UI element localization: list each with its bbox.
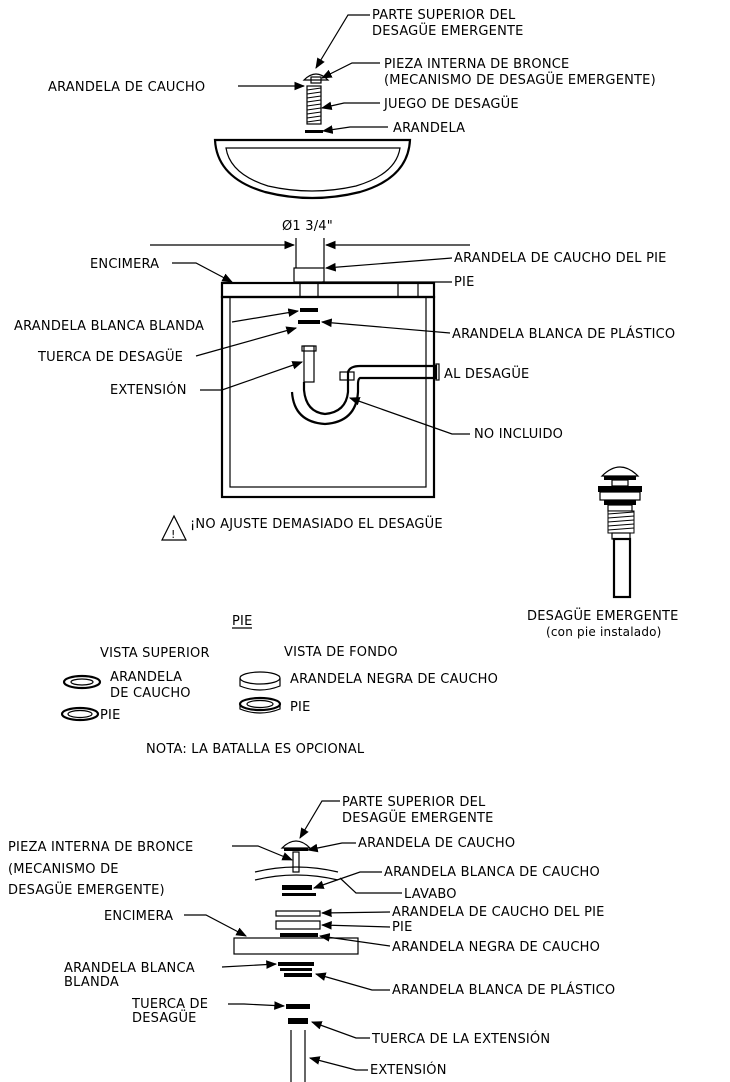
b-arandela-caucho: ARANDELA DE CAUCHO	[358, 836, 515, 851]
label-arandela-blanca-plastico: ARANDELA BLANCA DE PLÁSTICO	[452, 326, 675, 342]
label-tuerca-desague: TUERCA DE DESAGÜE	[37, 348, 183, 365]
b-arandela-negra: ARANDELA NEGRA DE CAUCHO	[392, 940, 600, 955]
warning-icon	[161, 514, 187, 541]
plastic-washer	[298, 320, 320, 324]
label-pie-cabinet: PIE	[454, 275, 475, 290]
pie-pie-label: PIE	[100, 708, 121, 723]
bottom-countertop	[233, 937, 359, 955]
pie-top-icon	[60, 706, 100, 722]
b-arandela-blanca-1: ARANDELA BLANCA	[64, 961, 195, 976]
soft-white-washer	[300, 308, 318, 312]
b-lavabo: LAVABO	[404, 887, 457, 902]
sink-bowl	[213, 138, 412, 200]
cabinet-view: Ø1 3/4" ENCIMERA ARANDELA DE CAUCHO DEL …	[14, 219, 675, 541]
rubber-washer-top-icon	[62, 674, 102, 690]
b-arandela-blanca-caucho: ARANDELA BLANCA DE CAUCHO	[384, 865, 600, 880]
b-arandela-caucho-pie: ARANDELA DE CAUCHO DEL PIE	[392, 905, 605, 920]
label-dimension: Ø1 3/4"	[282, 219, 333, 234]
b-tuerca-1: TUERCA DE	[131, 997, 208, 1012]
b-arandela-blanca-2: BLANDA	[64, 975, 119, 990]
bottom-exploded-view: PARTE SUPERIOR DEL DESAGÜE EMERGENTE PIE…	[8, 795, 615, 1082]
popup-drain-illustration: DESAGÜE EMERGENTE (con pie instalado)	[527, 466, 679, 639]
pie-arandela-negra: ARANDELA NEGRA DE CAUCHO	[290, 672, 498, 687]
label-con-pie: (con pie instalado)	[546, 625, 662, 639]
vista-superior: VISTA SUPERIOR	[100, 646, 210, 661]
popup-cap	[302, 73, 330, 81]
b-pieza-2: (MECANISMO DE	[8, 862, 119, 877]
brass-insert	[310, 76, 322, 84]
pie-section: PIE VISTA SUPERIOR VISTA DE FONDO ARANDE…	[60, 614, 498, 757]
label-parte-superior-1: PARTE SUPERIOR DEL	[372, 8, 516, 23]
b-arandela-plastico: ARANDELA BLANCA DE PLÁSTICO	[392, 982, 615, 998]
top-exploded-view: PARTE SUPERIOR DEL DESAGÜE EMERGENTE PIE…	[48, 8, 656, 200]
b-parte-superior-2: DESAGÜE EMERGENTE	[342, 809, 494, 826]
b-tuerca-extension: TUERCA DE LA EXTENSIÓN	[371, 1031, 550, 1047]
label-arandela-caucho: ARANDELA DE CAUCHO	[48, 80, 205, 95]
pie-arandela-1: ARANDELA	[110, 670, 182, 685]
b-pieza-1: PIEZA INTERNA DE BRONCE	[8, 840, 193, 855]
drain-threads	[306, 87, 322, 123]
b-tuerca-2: DESAGÜE	[132, 1009, 197, 1026]
bottom-sink	[254, 866, 339, 873]
label-arandela-blanca-blanda: ARANDELA BLANCA BLANDA	[14, 319, 204, 334]
cabinet	[220, 295, 436, 499]
countertop	[220, 281, 436, 299]
vista-fondo: VISTA DE FONDO	[284, 645, 398, 660]
label-pieza-interna-2: (MECANISMO DE DESAGÜE EMERGENTE)	[384, 71, 656, 88]
pie-arandela-2: DE CAUCHO	[110, 686, 191, 701]
washer-top	[305, 130, 323, 133]
pie-fondo-label: PIE	[290, 700, 311, 715]
label-extension: EXTENSIÓN	[110, 382, 187, 398]
b-parte-superior-1: PARTE SUPERIOR DEL	[342, 795, 486, 810]
label-desague-emergente: DESAGÜE EMERGENTE	[527, 607, 679, 624]
label-encimera: ENCIMERA	[90, 257, 159, 272]
label-no-incluido: NO INCLUIDO	[474, 427, 563, 442]
pie-nota: NOTA: LA BATALLA ES OPCIONAL	[146, 742, 365, 757]
label-arandela-caucho-pie: ARANDELA DE CAUCHO DEL PIE	[454, 251, 667, 266]
label-warning: ¡NO AJUSTE DEMASIADO EL DESAGÜE	[190, 515, 443, 532]
label-arandela: ARANDELA	[393, 121, 465, 136]
b-extension: EXTENSIÓN	[370, 1062, 447, 1078]
label-al-desague: AL DESAGÜE	[444, 365, 529, 382]
warning-icon-mark: !	[171, 528, 176, 541]
b-pie: PIE	[392, 920, 413, 935]
pie-bottom-icon	[238, 696, 282, 712]
black-rubber-washer-icon	[239, 671, 281, 685]
b-encimera: ENCIMERA	[104, 909, 173, 924]
label-juego-desague: JUEGO DE DESAGÜE	[383, 95, 519, 112]
b-pieza-3: DESAGÜE EMERGENTE)	[8, 881, 165, 898]
label-pieza-interna-1: PIEZA INTERNA DE BRONCE	[384, 57, 569, 72]
pie-title: PIE	[232, 614, 253, 629]
label-parte-superior-2: DESAGÜE EMERGENTE	[372, 22, 524, 39]
